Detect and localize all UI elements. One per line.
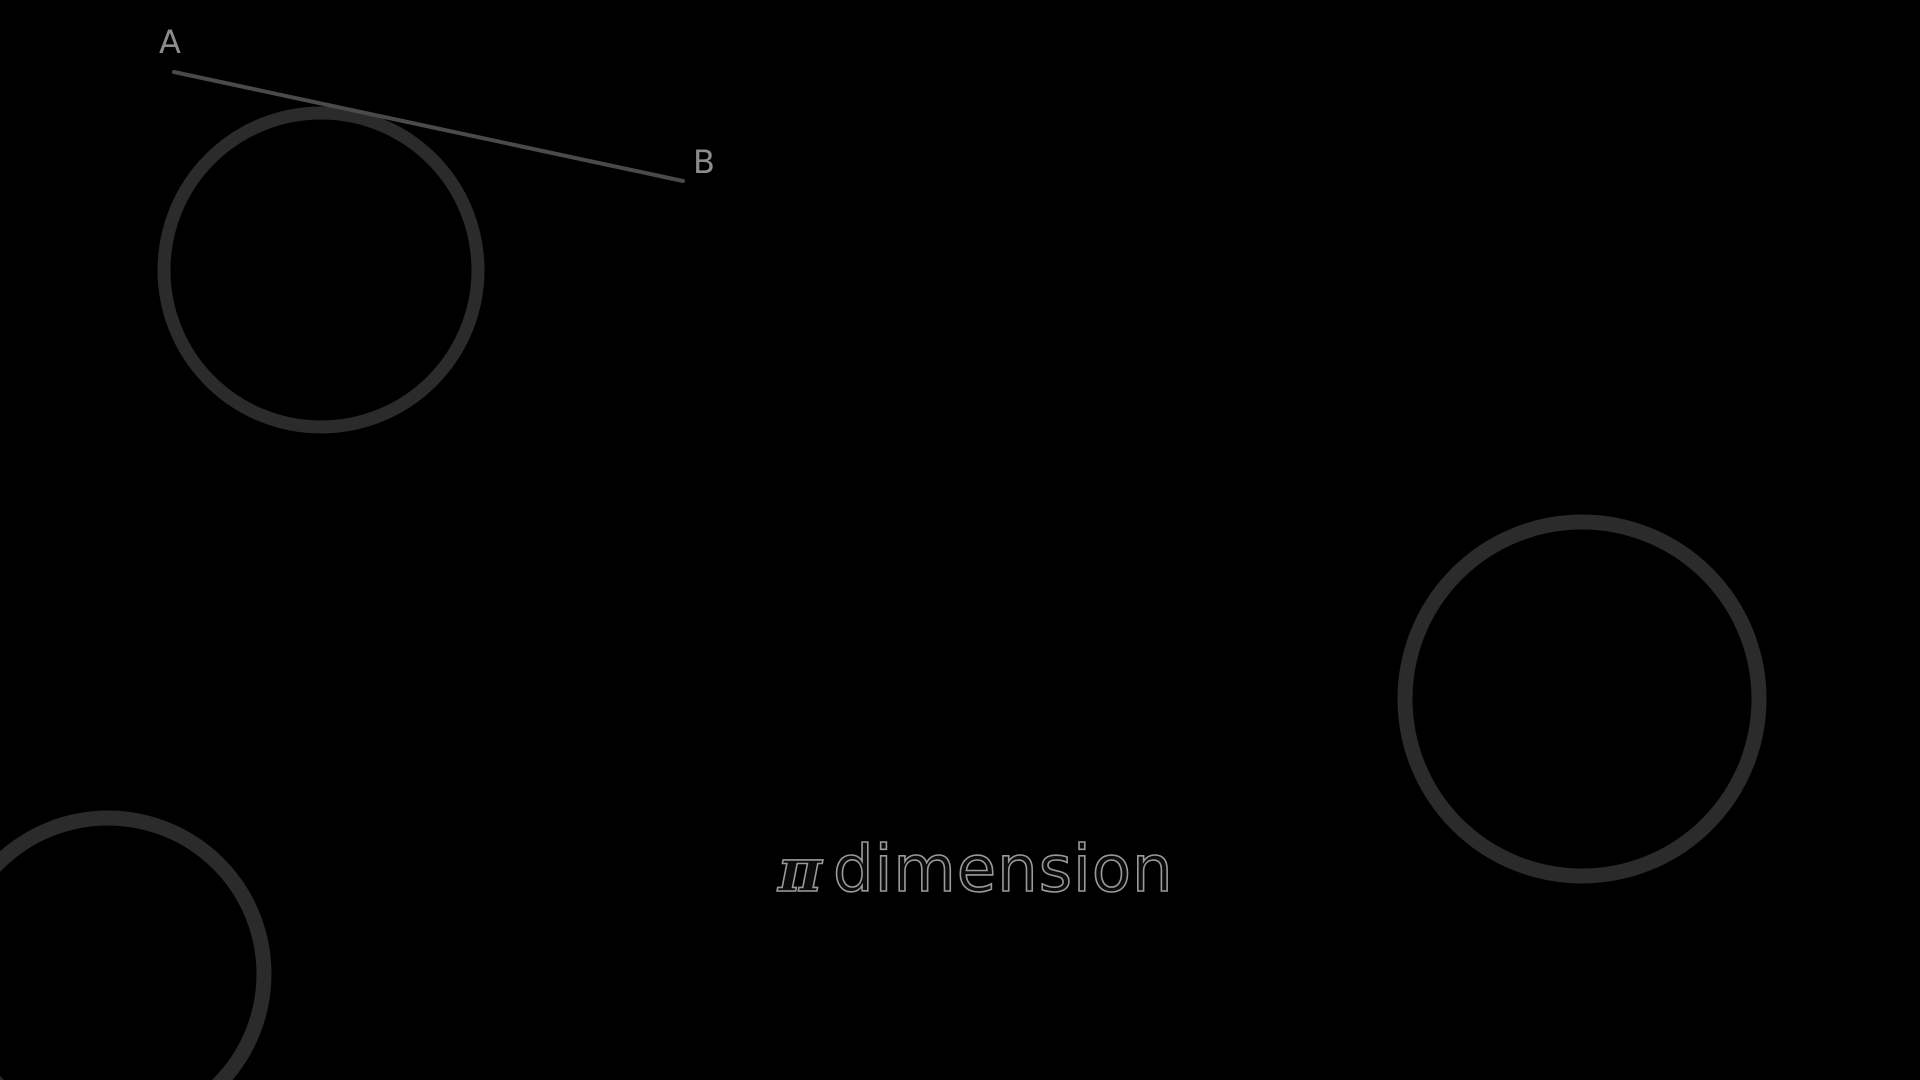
segment-ab [172, 70, 685, 183]
point-label-b: B [693, 143, 715, 181]
circle-bottom-left [0, 810, 272, 1080]
brand-word: dimension [833, 833, 1174, 907]
circle-right [1397, 514, 1767, 884]
pi-symbol: π [777, 836, 823, 906]
circle-top-left [157, 106, 485, 434]
brand-logo: π dimension [776, 832, 1174, 908]
point-label-a: A [159, 23, 181, 61]
